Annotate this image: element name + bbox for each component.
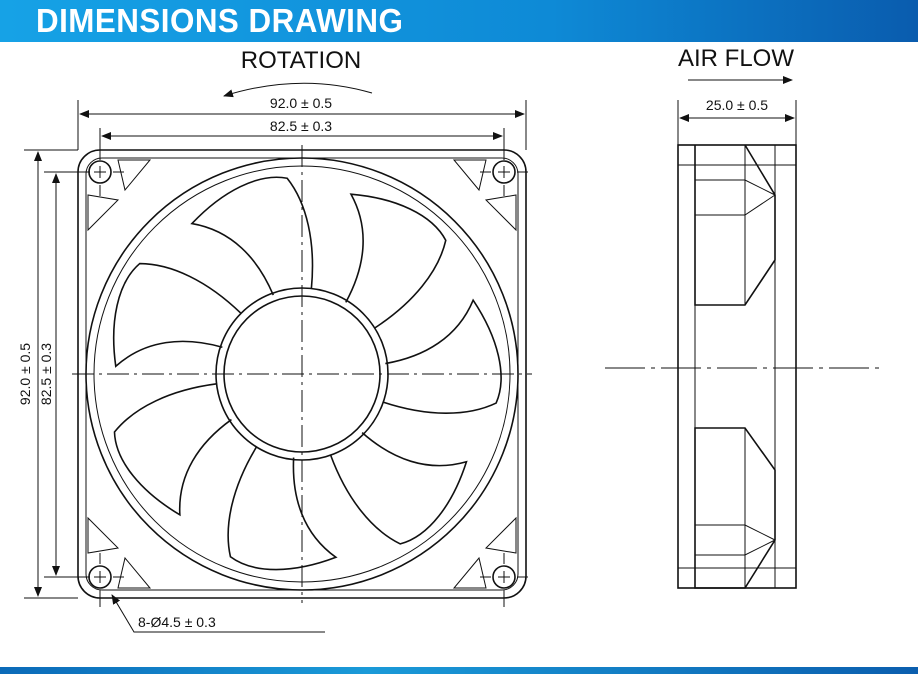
front-view: ROTATION 92.0 ± 0.5 82.5 ± 0.3 92.0 ± 0.…: [17, 47, 532, 633]
side-blade-top: [694, 144, 776, 306]
airflow-label: AIR FLOW: [678, 45, 794, 72]
fan-blade: [329, 432, 468, 545]
mounting-hole-icon: [480, 152, 528, 196]
mounting-holes: [76, 152, 528, 607]
hole-leader: [111, 594, 325, 633]
width-hole-label: 82.5 ± 0.3: [270, 118, 332, 134]
side-blade-bottom: [694, 427, 776, 589]
mounting-hole-icon: [480, 553, 528, 607]
fan-blades: [112, 176, 502, 571]
fan-blade: [227, 446, 338, 571]
footer-bar: [0, 667, 918, 674]
mounting-hole-icon: [76, 152, 124, 196]
fan-blade: [112, 262, 242, 368]
height-outer-label: 92.0 ± 0.5: [17, 343, 33, 405]
fan-blade: [190, 176, 314, 296]
width-outer-label: 92.0 ± 0.5: [270, 95, 332, 111]
height-hole-label: 82.5 ± 0.3: [38, 343, 54, 405]
rotation-arrow-icon: [223, 82, 373, 98]
header-bar: DIMENSIONS DRAWING: [0, 0, 918, 42]
side-view: AIR FLOW 25.0 ± 0.5: [605, 45, 885, 589]
mounting-hole-icon: [76, 553, 124, 607]
fan-blade: [382, 298, 502, 414]
hole-spec-label: 8-Ø4.5 ± 0.3: [138, 614, 216, 630]
fan-blade: [113, 383, 232, 517]
fan-blade: [345, 193, 447, 329]
depth-label: 25.0 ± 0.5: [706, 97, 768, 113]
rotation-label: ROTATION: [241, 47, 361, 74]
header-title: DIMENSIONS DRAWING: [36, 2, 404, 39]
